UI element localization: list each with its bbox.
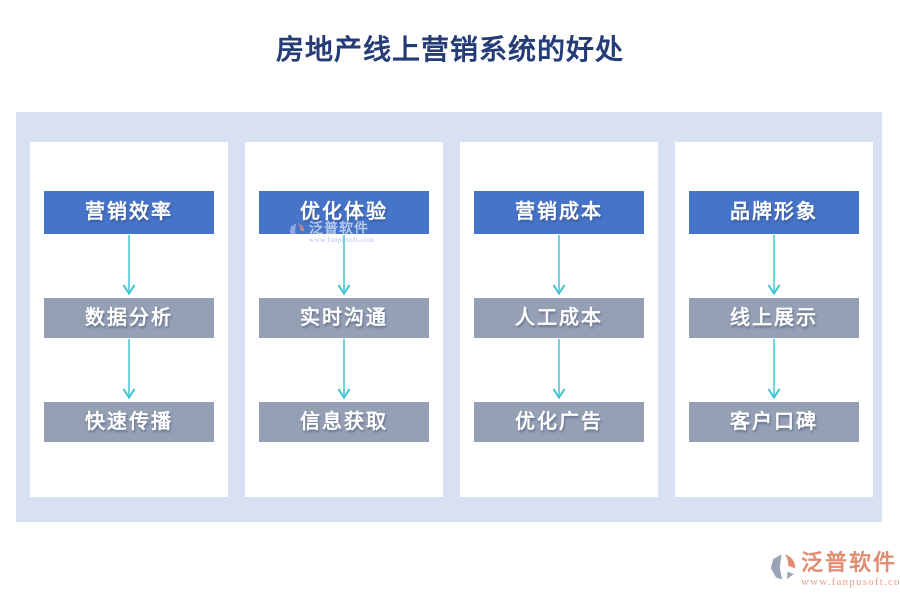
down-arrow-icon <box>337 235 351 296</box>
benefit-column-marketing-efficiency: 营销效率 数据分析 快速传播 <box>30 142 228 497</box>
down-arrow-icon <box>337 339 351 400</box>
item-box: 线上展示 <box>689 298 859 338</box>
down-arrow-icon <box>552 339 566 400</box>
page-title: 房地产线上营销系统的好处 <box>275 35 624 66</box>
item-box: 优化广告 <box>474 402 644 442</box>
item-box: 客户口碑 <box>689 402 859 442</box>
item-box: 信息获取 <box>259 402 429 442</box>
fanpu-logo-icon <box>770 554 796 580</box>
down-arrow-icon <box>552 235 566 296</box>
item-box: 数据分析 <box>44 298 214 338</box>
down-arrow-icon <box>122 339 136 400</box>
benefit-column-experience: 优化体验 实时沟通 信息获取 <box>245 142 443 497</box>
logo-brand-text: 泛普软件 <box>801 550 898 575</box>
item-box: 实时沟通 <box>259 298 429 338</box>
header-box: 优化体验 <box>259 191 429 234</box>
header-box: 营销成本 <box>474 191 644 234</box>
benefit-column-marketing-cost: 营销成本 人工成本 优化广告 <box>460 142 658 497</box>
item-box: 快速传播 <box>44 402 214 442</box>
benefit-column-brand-image: 品牌形象 线上展示 客户口碑 <box>675 142 873 497</box>
fanpu-logo: 泛普软件 www.fanpusoft.com <box>768 550 900 589</box>
down-arrow-icon <box>767 235 781 296</box>
benefits-frame: 营销效率 数据分析 快速传播 优化体验 实时沟通 信息获取 营销成本 人工成本 … <box>16 112 882 522</box>
down-arrow-icon <box>122 235 136 296</box>
header-box: 营销效率 <box>44 191 214 234</box>
header-box: 品牌形象 <box>689 191 859 234</box>
item-box: 人工成本 <box>474 298 644 338</box>
logo-url-text: www.fanpusoft.com <box>801 576 900 589</box>
down-arrow-icon <box>767 339 781 400</box>
